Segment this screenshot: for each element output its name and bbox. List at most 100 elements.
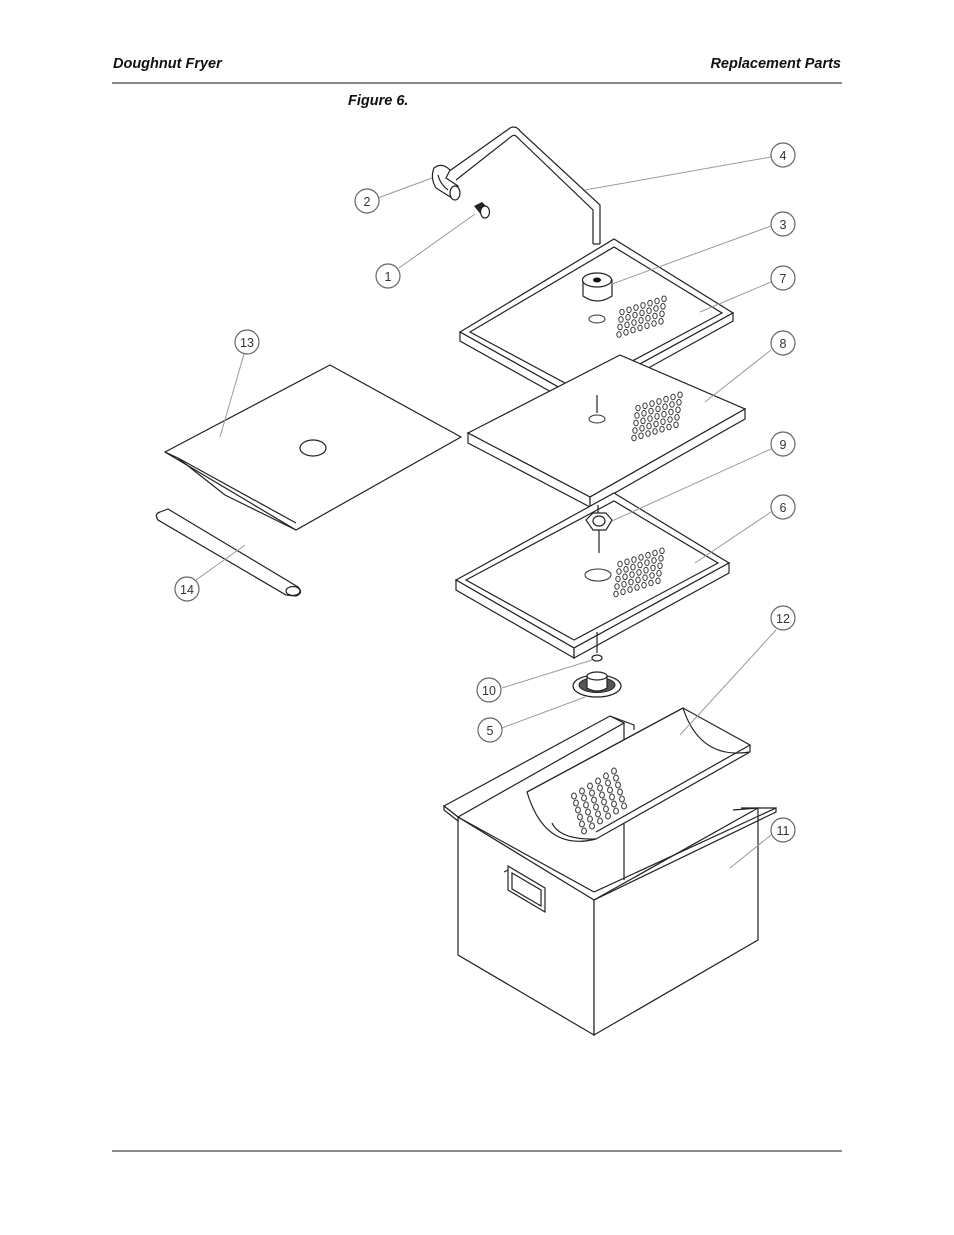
perforation-hole <box>647 415 653 422</box>
perforation-hole <box>642 402 648 410</box>
perforation-hole <box>583 801 589 809</box>
perforation-hole <box>654 297 660 305</box>
part-13-bag <box>163 364 463 531</box>
perforation-hole <box>639 425 645 432</box>
callout-10: 10 <box>476 677 502 703</box>
perforation-hole <box>638 432 644 440</box>
perforation-hole <box>632 311 638 319</box>
perforation-hole <box>617 788 623 796</box>
callout-12: 12 <box>770 605 796 631</box>
callout-1: 1 <box>375 263 401 289</box>
perforation-hole <box>663 395 669 403</box>
perforation-hole <box>661 410 667 418</box>
part-2-elbow <box>431 164 461 201</box>
callout-6: 6 <box>770 494 796 520</box>
svg-text:1: 1 <box>385 270 392 284</box>
svg-text:5: 5 <box>487 724 494 738</box>
perforation-hole <box>639 309 645 317</box>
perforation-hole <box>636 569 642 576</box>
perforation-hole <box>605 779 611 787</box>
perforation-hole <box>645 314 651 322</box>
part-10-washer <box>591 632 603 662</box>
perforation-hole <box>641 581 647 589</box>
perforation-hole <box>597 784 603 792</box>
perforation-hole <box>640 302 646 309</box>
callout-14: 14 <box>174 576 200 602</box>
perforation-hole <box>656 570 662 577</box>
perforation-hole <box>677 391 683 399</box>
part-8-middle-tray <box>466 354 747 509</box>
svg-text:9: 9 <box>780 438 787 452</box>
perforation-hole <box>659 547 665 555</box>
perforation-hole <box>616 331 622 338</box>
perforation-hole <box>654 413 660 420</box>
svg-text:4: 4 <box>780 149 787 163</box>
callout-8: 8 <box>770 330 796 356</box>
perforation-hole <box>603 772 609 780</box>
perforation-hole <box>595 810 601 818</box>
part-11-tank <box>442 715 777 1037</box>
perforation-hole <box>635 576 641 584</box>
svg-text:12: 12 <box>776 612 790 626</box>
perforation-hole <box>657 562 663 570</box>
perforation-hole <box>673 421 679 429</box>
svg-text:3: 3 <box>780 218 787 232</box>
perforation-hole <box>587 782 593 790</box>
perforation-hole <box>652 428 658 435</box>
perforation-hole <box>585 808 591 816</box>
perforation-hole <box>595 777 601 785</box>
callout-9: 9 <box>770 431 796 457</box>
perforation-hole <box>642 574 648 582</box>
perforation-hole <box>660 303 666 310</box>
part-6-lower-tray <box>454 492 731 660</box>
perforation-hole <box>611 767 617 775</box>
callout-13: 13 <box>234 329 260 355</box>
perforation-hole <box>581 794 587 802</box>
perforation-hole <box>619 795 625 803</box>
perforation-hole <box>618 316 624 323</box>
perforation-hole <box>659 425 665 433</box>
perforation-hole <box>661 295 667 303</box>
perforation-hole <box>644 559 650 567</box>
callout-11: 11 <box>770 817 796 843</box>
perforation-hole <box>676 399 682 406</box>
perforation-hole <box>633 304 639 311</box>
svg-text:10: 10 <box>482 684 496 698</box>
perforation-hole <box>649 572 655 579</box>
part-12-basket <box>526 707 752 842</box>
part-5-drain-flange <box>572 671 622 698</box>
header-product-title: Doughnut Fryer <box>113 56 222 72</box>
perforation-hole <box>646 422 652 430</box>
perforation-hole <box>649 400 655 407</box>
perforation-hole <box>601 798 607 806</box>
part-9-hex-nut <box>585 512 613 553</box>
svg-text:13: 13 <box>240 336 254 350</box>
perforation-hole <box>620 588 626 596</box>
callout-3: 3 <box>770 211 796 237</box>
part-14-roll <box>155 508 302 597</box>
header-divider <box>112 82 842 84</box>
perforation-hole <box>668 408 674 416</box>
perforation-hole <box>655 577 661 585</box>
perforation-hole <box>589 789 595 797</box>
perforation-hole <box>591 796 597 804</box>
perforation-hole <box>652 549 658 557</box>
perforation-hole <box>623 329 629 336</box>
perforation-hole <box>593 803 599 811</box>
perforation-hole <box>611 800 617 808</box>
perforation-hole <box>637 324 643 332</box>
perforation-hole <box>648 407 654 415</box>
perforation-hole <box>675 406 681 414</box>
perforation-hole <box>662 403 668 411</box>
callout-7: 7 <box>770 265 796 291</box>
callout-4: 4 <box>770 142 796 168</box>
perforation-hole <box>638 554 644 561</box>
perforation-hole <box>647 299 653 307</box>
perforation-hole <box>645 430 651 437</box>
callout-5: 5 <box>477 717 503 743</box>
perforation-hole <box>633 419 639 427</box>
perforation-hole <box>616 568 622 575</box>
svg-text:8: 8 <box>780 337 787 351</box>
svg-text:11: 11 <box>777 824 790 838</box>
perforation-hole <box>631 319 637 326</box>
